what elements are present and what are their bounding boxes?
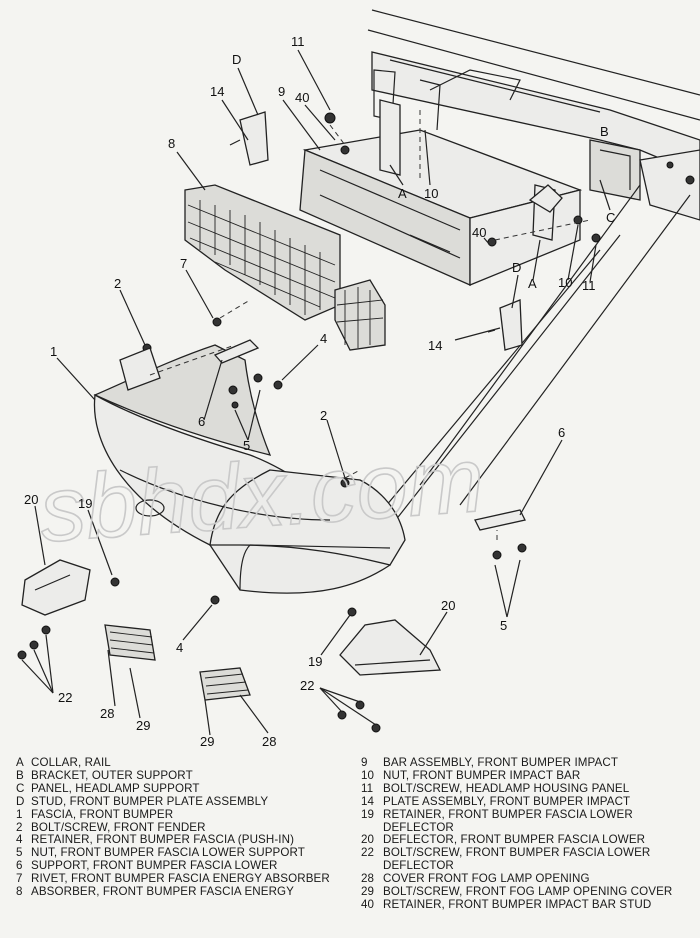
callout-2: 2 xyxy=(320,408,327,423)
alignment-lines xyxy=(149,110,591,540)
callout-11: 11 xyxy=(291,34,305,49)
legend-row: DEFLECTOR xyxy=(383,820,454,834)
callout-8: 8 xyxy=(168,136,175,151)
energy-absorber xyxy=(184,184,386,351)
callout-29: 29 xyxy=(200,734,214,749)
callout-22: 22 xyxy=(58,690,72,705)
callout-29: 29 xyxy=(136,718,150,733)
callout-28: 28 xyxy=(100,706,114,721)
callout-9: 9 xyxy=(278,84,285,99)
callout-6: 6 xyxy=(558,425,565,440)
lower-deflectors xyxy=(21,559,442,676)
callout-2: 2 xyxy=(114,276,121,291)
exploded-diagram: sbhdx.com 11 D 14 9 40 8 A 10 B C 40 D A… xyxy=(17,9,700,749)
callout-10: 10 xyxy=(558,275,572,290)
callout-labels: 11 D 14 9 40 8 A 10 B C 40 D A 10 11 7 2… xyxy=(24,34,615,749)
impact-plates xyxy=(229,111,523,351)
callout-a: A xyxy=(398,186,407,201)
callout-5: 5 xyxy=(243,438,250,453)
rail-collars xyxy=(379,99,563,241)
fasteners xyxy=(17,112,601,733)
callout-20: 20 xyxy=(441,598,455,613)
callout-5: 5 xyxy=(500,618,507,633)
callout-a: A xyxy=(528,276,537,291)
callout-10: 10 xyxy=(424,186,438,201)
callout-b: B xyxy=(600,124,609,139)
leader-lines xyxy=(21,49,611,736)
callout-1: 1 xyxy=(50,344,57,359)
callout-28: 28 xyxy=(262,734,276,749)
callout-7: 7 xyxy=(180,256,187,271)
callout-4: 4 xyxy=(176,640,183,655)
callout-20: 20 xyxy=(24,492,38,507)
callout-22: 22 xyxy=(300,678,314,693)
fog-lamp-covers xyxy=(104,624,251,701)
callout-d: D xyxy=(232,52,241,67)
vehicle-front-structure xyxy=(367,9,700,541)
callout-40: 40 xyxy=(295,90,309,105)
callout-40: 40 xyxy=(472,225,486,240)
callout-c: C xyxy=(606,210,615,225)
front-fascia xyxy=(93,344,406,594)
callout-4: 4 xyxy=(320,331,327,346)
callout-19: 19 xyxy=(308,654,322,669)
legend-row: DEFLECTOR xyxy=(383,859,454,873)
callout-6: 6 xyxy=(198,414,205,429)
callout-11: 11 xyxy=(582,278,596,293)
callout-14: 14 xyxy=(210,84,224,99)
callout-14: 14 xyxy=(428,338,442,353)
callout-19: 19 xyxy=(78,496,92,511)
callout-d: D xyxy=(512,260,521,275)
